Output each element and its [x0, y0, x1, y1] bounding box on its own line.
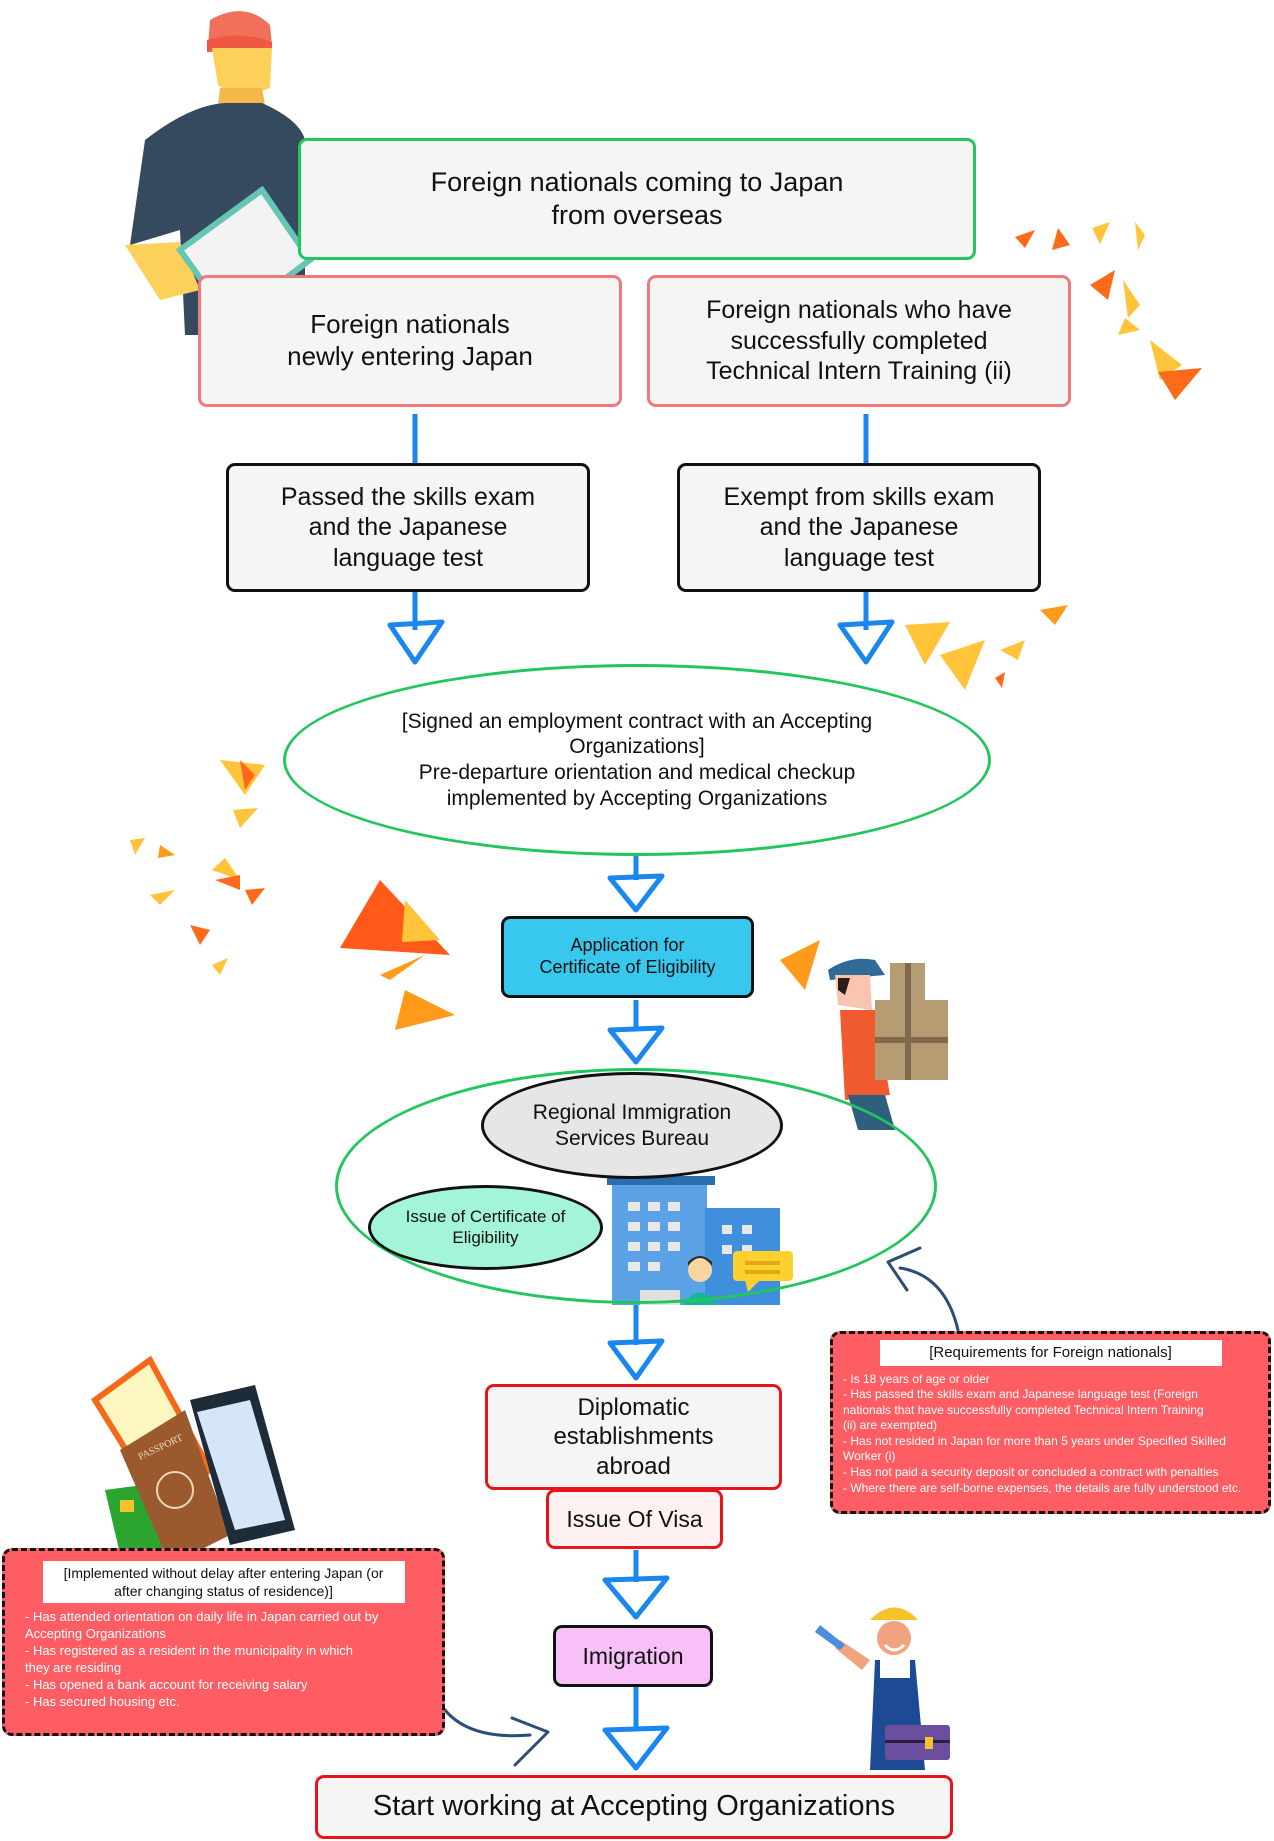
confetti-decoration	[130, 222, 1202, 1030]
post-entry-item: - Has secured housing etc.	[25, 1693, 180, 1709]
requirements-list: - Is 18 years of age or older - Has pass…	[833, 1372, 1268, 1497]
note-post-entry-title: [Implemented without delay after enterin…	[42, 1561, 405, 1604]
box-application-coe: Application for Certificate of Eligibili…	[501, 916, 754, 998]
arrow-bureau-to-diplomatic	[607, 1305, 665, 1381]
arrow-immigration-to-start	[602, 1687, 670, 1771]
box-immigration: Imigration	[553, 1625, 713, 1687]
curved-arrow-post-entry	[443, 1708, 532, 1738]
ellipse-regional-immigration-bureau: Regional Immigration Services Bureau	[481, 1072, 783, 1179]
note-requirements-title: [Requirements for Foreign nationals]	[879, 1340, 1222, 1366]
ellipse-employment-contract: [Signed an employment contract with an A…	[283, 664, 991, 856]
requirement-item: - Where there are self-borne expenses, t…	[843, 1480, 1242, 1495]
box-issue-of-visa: Issue Of Visa	[546, 1489, 723, 1549]
requirement-item: - Has not resided in Japan for more than…	[843, 1433, 1226, 1464]
arrow-right-test-to-contract	[837, 592, 895, 665]
box-passed-skills-exam: Passed the skills exam and the Japanese …	[226, 463, 590, 592]
requirement-item: - Has passed the skills exam and Japanes…	[843, 1387, 1204, 1433]
curved-arrow-post-entry-head	[510, 1716, 550, 1767]
courier-with-boxes-illustration	[828, 958, 948, 1130]
box-exempt-skills-exam: Exempt from skills exam and the Japanese…	[677, 463, 1041, 592]
post-entry-item: - Has attended orientation on daily life…	[25, 1609, 379, 1642]
note-post-entry-requirements: [Implemented without delay after enterin…	[2, 1548, 445, 1736]
ellipse-issue-coe: Issue of Certificate of Eligibility	[368, 1185, 603, 1270]
post-entry-item: - Has opened a bank account for receivin…	[25, 1676, 308, 1692]
ellipse-immigration-bureau-group	[335, 1068, 937, 1304]
post-entry-list: - Has attended orientation on daily life…	[5, 1609, 442, 1710]
curved-arrow-requirements	[898, 1266, 960, 1332]
branch-box-technical-intern: Foreign nationals who have successfully …	[647, 275, 1071, 407]
arrow-left-test-to-contract	[387, 592, 445, 665]
top-box-foreign-nationals-overseas: Foreign nationals coming to Japan from o…	[298, 138, 976, 260]
box-start-working: Start working at Accepting Organizations	[315, 1775, 953, 1839]
requirement-item: - Is 18 years of age or older	[843, 1371, 990, 1386]
post-entry-item: - Has registered as a resident in the mu…	[25, 1643, 354, 1676]
branch-box-newly-entering: Foreign nationals newly entering Japan	[198, 275, 622, 407]
box-diplomatic-establishments: Diplomatic establishments abroad	[485, 1384, 782, 1490]
requirement-item: - Has not paid a security deposit or con…	[843, 1465, 1219, 1480]
construction-worker-illustration	[815, 1607, 950, 1770]
arrow-contract-to-application	[607, 855, 665, 913]
note-requirements-foreign-nationals: [Requirements for Foreign nationals] - I…	[830, 1331, 1271, 1514]
curved-arrow-requirements-head	[886, 1246, 922, 1292]
arrow-application-to-bureau	[607, 1000, 665, 1065]
arrow-visa-to-immigration	[602, 1550, 670, 1620]
